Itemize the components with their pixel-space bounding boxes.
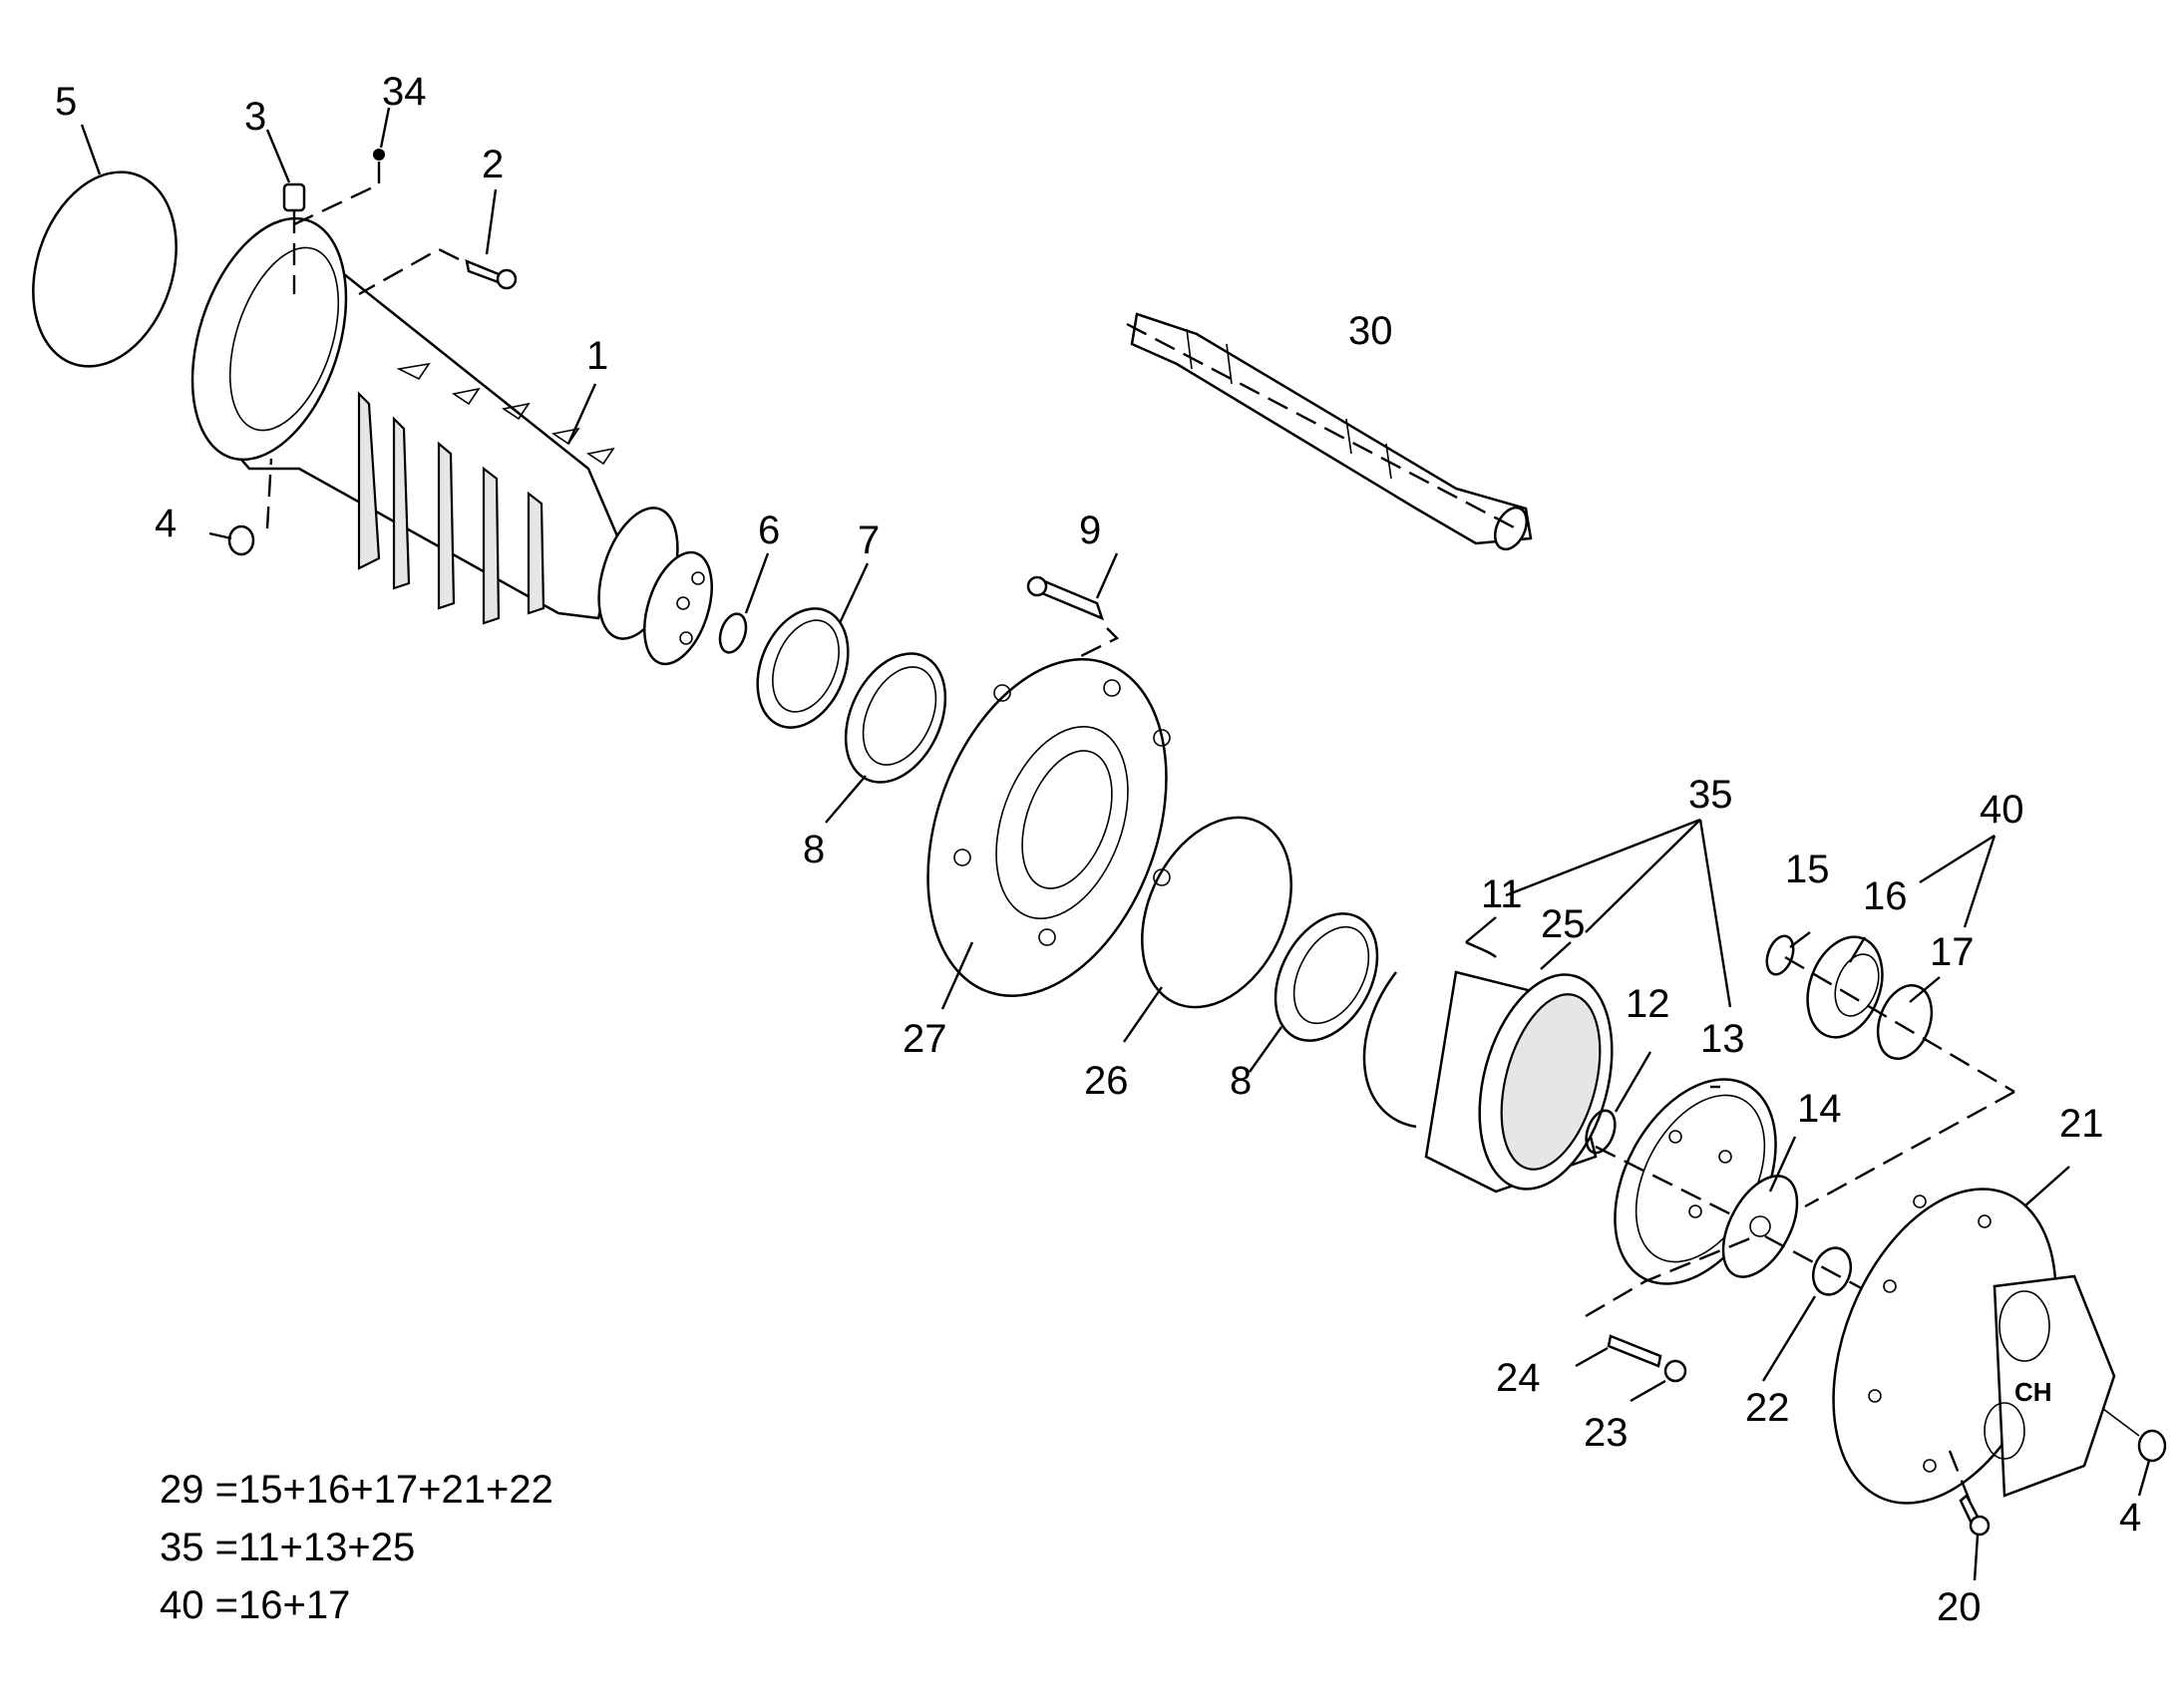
part-5-gasket — [32, 171, 178, 368]
callout-26: 26 — [1084, 1059, 1129, 1103]
callout-4-right: 4 — [2119, 1496, 2141, 1539]
legend-line-40: 40 =16+17 — [160, 1583, 351, 1627]
callout-30: 30 — [1348, 309, 1393, 353]
brand-logo: CH — [2014, 1377, 2052, 1407]
part-7-seal-ring — [756, 607, 850, 729]
part-24-stud — [1585, 1234, 1756, 1368]
part-4-plug-left — [227, 458, 273, 556]
part-17-gear — [1784, 955, 2015, 1208]
part-8-bearing-left — [844, 652, 947, 784]
part-2-bolt — [358, 247, 518, 296]
callout-11: 11 — [1481, 872, 1523, 916]
callout-40: 40 — [1980, 788, 2024, 832]
part-9-stud — [1026, 575, 1120, 670]
callout-1: 1 — [586, 334, 608, 378]
legend-line-35: 35 =11+13+25 — [160, 1526, 416, 1569]
callout-6: 6 — [758, 509, 780, 552]
part-6-snap-ring — [718, 612, 748, 654]
part-26-gasket — [1141, 816, 1292, 1009]
callout-12: 12 — [1626, 982, 1670, 1026]
part-16-sun-gear — [1806, 935, 1884, 1039]
callout-21: 21 — [2059, 1102, 2104, 1146]
callout-3: 3 — [244, 95, 266, 139]
part-1-axle-housing — [190, 216, 713, 666]
part-11-circlip — [1362, 940, 1497, 1129]
part-14-thrust-washer — [1721, 1175, 1799, 1278]
callout-22: 22 — [1745, 1386, 1790, 1430]
part-23-nut — [1663, 1359, 1687, 1383]
callout-35: 35 — [1688, 773, 1733, 817]
legend-line-29: 29 =15+16+17+21+22 — [160, 1468, 553, 1512]
callout-24: 24 — [1496, 1356, 1541, 1400]
part-12-snap-ring — [1585, 1109, 1617, 1155]
part-22-washer — [1764, 1234, 1896, 1308]
callout-2: 2 — [482, 143, 504, 186]
part-34-nut — [293, 149, 385, 226]
callout-27: 27 — [903, 1017, 947, 1061]
callout-8-left: 8 — [803, 828, 825, 871]
part-3-plug — [282, 182, 306, 294]
callout-5: 5 — [55, 80, 77, 124]
callout-34: 34 — [382, 70, 427, 114]
callout-25: 25 — [1541, 902, 1586, 946]
callout-7: 7 — [858, 518, 880, 562]
callout-13: 13 — [1700, 1017, 1745, 1061]
part-20-bolt — [1948, 1450, 1991, 1537]
part-4-plug-right — [2098, 1405, 2167, 1463]
callout-4-left: 4 — [155, 502, 177, 545]
part-30-shaft — [1126, 312, 1533, 551]
callout-23: 23 — [1584, 1411, 1629, 1455]
callout-15: 15 — [1785, 848, 1830, 891]
part-8-bearing-right — [1273, 912, 1379, 1042]
callout-20: 20 — [1937, 1585, 1982, 1629]
callout-9: 9 — [1079, 509, 1101, 552]
assembly-legend: 29 =15+16+17+21+22 35 =11+13+25 40 =16+1… — [160, 1461, 553, 1634]
part-15-snap-ring — [1765, 934, 1795, 976]
callout-8-right: 8 — [1230, 1059, 1252, 1103]
callout-17: 17 — [1930, 930, 1975, 974]
callout-14: 14 — [1797, 1087, 1842, 1131]
callout-16: 16 — [1863, 874, 1908, 918]
part-27-hub-flange — [926, 658, 1171, 997]
part-21-planetary-cover: CH — [1832, 1188, 2116, 1505]
part-25-ring-gear — [1424, 970, 1614, 1194]
leader-lines — [80, 107, 2151, 1581]
callout-labels: 5 3 34 2 1 4 6 7 9 30 8 27 26 8 35 11 25… — [55, 70, 2141, 1629]
